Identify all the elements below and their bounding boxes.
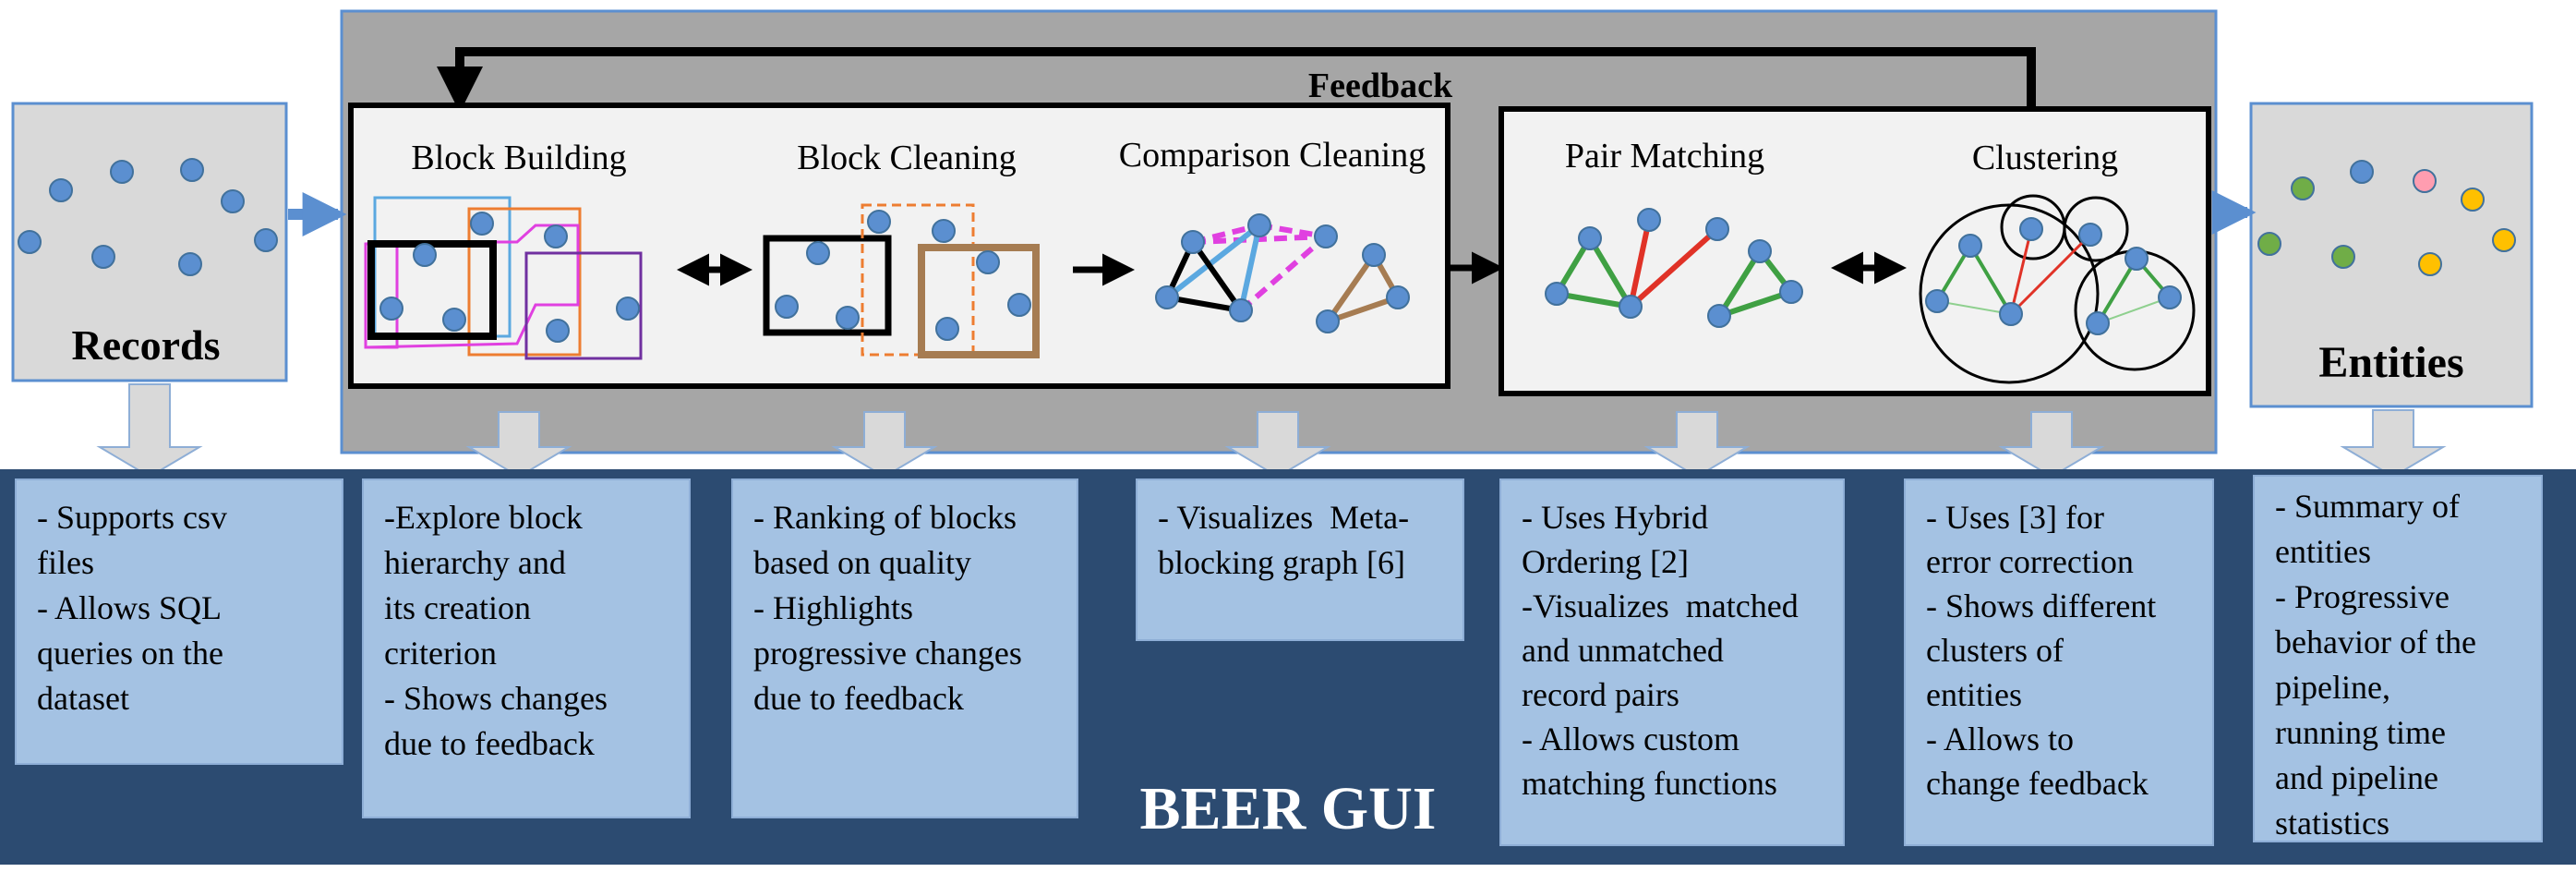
record-node	[1314, 224, 1338, 248]
records-box	[11, 102, 288, 382]
matching-panel	[1499, 106, 2211, 396]
record-node	[1637, 208, 1661, 232]
record-node	[1925, 289, 1949, 313]
record-node	[976, 250, 1000, 274]
record-node	[2413, 169, 2437, 193]
record-node	[1705, 217, 1729, 241]
record-node	[2418, 252, 2442, 276]
record-node	[1155, 285, 1179, 309]
feedback-arrow	[437, 47, 2036, 113]
record-node	[1386, 285, 1410, 309]
desc-comparison-cleaning: - Visualizes Meta-blocking graph [6]	[1136, 478, 1464, 641]
block-cleaning-illustration	[763, 203, 1040, 358]
record-node	[2331, 245, 2355, 269]
gui-title: BEER GUI	[1139, 775, 1437, 842]
record-node	[544, 224, 568, 248]
record-node	[178, 252, 202, 276]
record-node	[2257, 232, 2281, 256]
record-node	[1748, 239, 1772, 263]
stage-label-clustering: Clustering	[1972, 139, 2118, 177]
record-node	[867, 210, 891, 234]
stage-label-pair-matching: Pair Matching	[1565, 137, 1764, 176]
stage-label-comparison-cleaning: Comparison Cleaning	[1119, 136, 1426, 175]
record-node	[110, 160, 134, 184]
record-node	[836, 306, 860, 330]
blocking-panel	[348, 103, 1451, 389]
record-node	[2291, 176, 2315, 200]
record-node	[2019, 217, 2043, 241]
down-arrow-icon	[1224, 411, 1331, 478]
record-node	[470, 212, 494, 236]
down-arrow-icon	[96, 383, 203, 478]
pair-matching-illustration	[1554, 219, 1794, 319]
down-arrows	[96, 383, 2447, 478]
record-node	[1316, 309, 1340, 333]
record-node	[775, 295, 799, 319]
record-node	[2078, 223, 2102, 247]
entities-box	[2249, 102, 2534, 408]
down-arrow-icon	[1998, 411, 2105, 478]
record-node	[1779, 280, 1803, 304]
record-node	[254, 228, 278, 252]
stage-label-block-cleaning: Block Cleaning	[797, 139, 1016, 177]
record-nodes	[18, 158, 2516, 343]
record-node	[413, 243, 437, 267]
record-node	[442, 308, 466, 332]
record-node	[1619, 295, 1643, 319]
record-node	[49, 178, 73, 202]
record-node	[616, 297, 640, 321]
record-node	[1545, 282, 1569, 306]
record-node	[1007, 293, 1031, 317]
record-node	[18, 230, 42, 254]
record-node	[2492, 228, 2516, 252]
record-node	[1362, 243, 1386, 267]
record-node	[546, 319, 570, 343]
record-node	[1707, 304, 1731, 328]
record-node	[1247, 213, 1271, 237]
stage-label-block-building: Block Building	[411, 139, 626, 177]
record-node	[2086, 311, 2110, 335]
record-node	[1229, 298, 1253, 322]
record-node	[1578, 226, 1602, 250]
feedback-label: Feedback	[1308, 67, 1453, 105]
record-node	[2158, 285, 2182, 309]
record-node	[2125, 247, 2149, 271]
record-node	[1958, 234, 1982, 258]
record-node	[1181, 230, 1205, 254]
record-node	[806, 241, 830, 265]
record-node	[2461, 188, 2485, 212]
record-node	[2350, 160, 2374, 184]
record-node	[935, 317, 959, 341]
record-node	[379, 297, 403, 321]
down-arrow-icon	[2340, 409, 2447, 478]
record-node	[91, 245, 115, 269]
down-arrow-icon	[465, 411, 572, 478]
down-arrow-icon	[831, 411, 938, 478]
record-node	[1999, 302, 2023, 326]
entities-label: Entities	[2318, 338, 2463, 387]
down-arrow-icon	[1643, 411, 1751, 478]
record-node	[932, 219, 956, 243]
record-node	[221, 189, 245, 213]
records-label: Records	[72, 321, 221, 369]
block-building-illustration	[364, 196, 643, 360]
record-node	[180, 158, 204, 182]
